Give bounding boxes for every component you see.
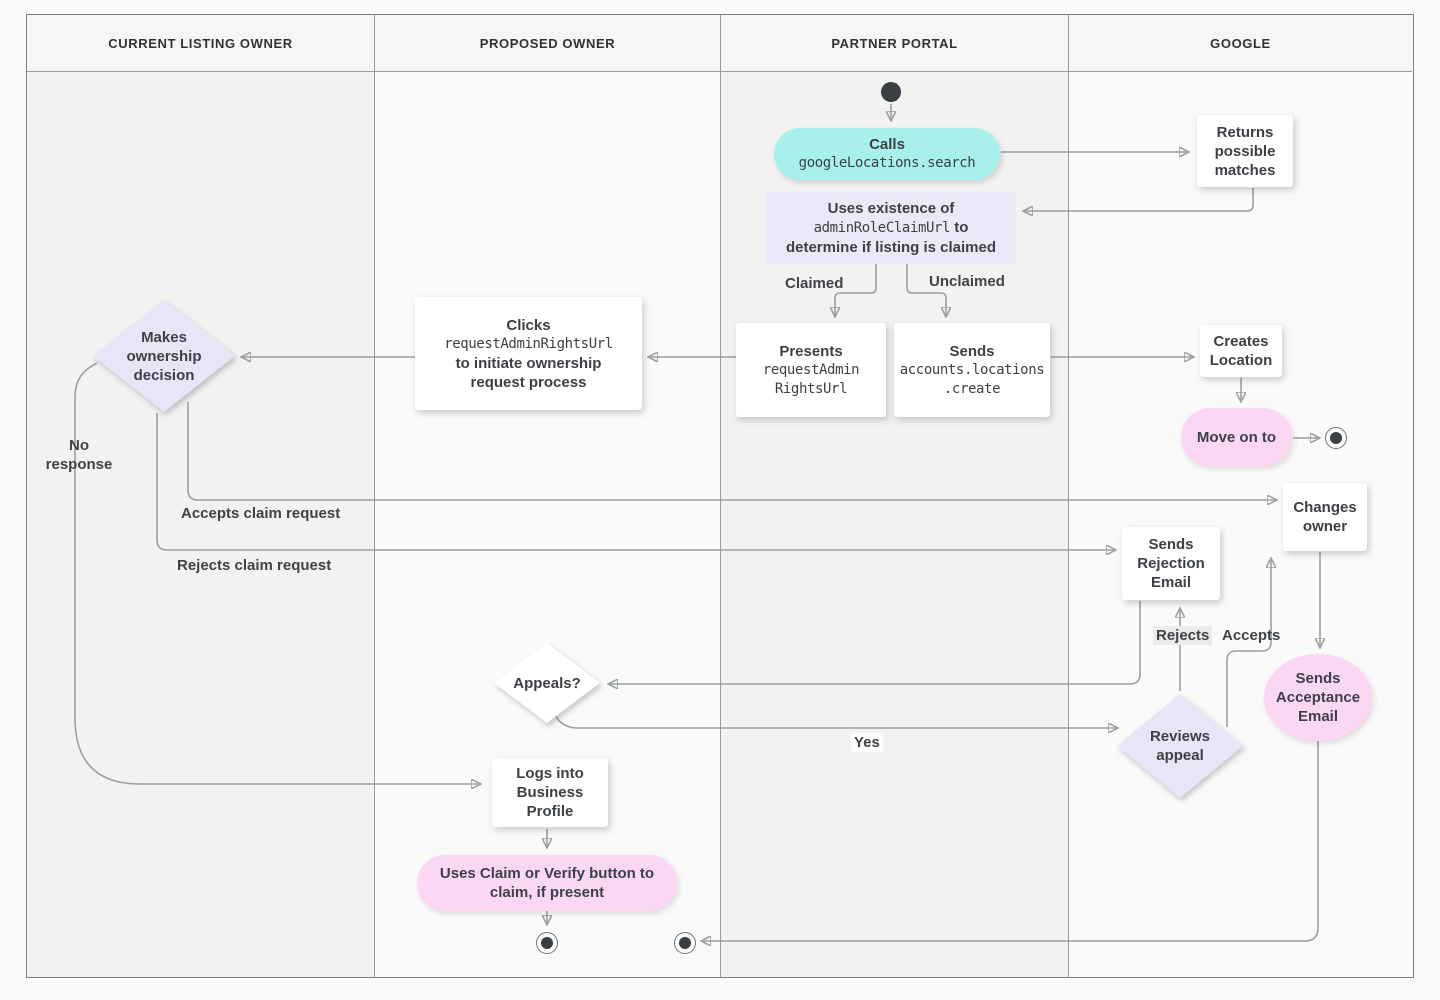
node-sends-rejection-email[interactable]: Sends Rejection Email <box>1122 527 1220 600</box>
edge-rejects-claim <box>156 413 1116 550</box>
end-node-dot <box>679 937 691 949</box>
edge-claimed <box>835 264 877 317</box>
node-label: Sends Rejection Email <box>1137 536 1205 591</box>
end-node-proposed-owner[interactable] <box>536 932 558 954</box>
node-reviews-appeal[interactable]: Reviews appeal <box>1117 694 1243 798</box>
end-node-dot <box>541 937 553 949</box>
node-code: adminRoleClaimUrl <box>813 220 951 236</box>
node-changes-owner[interactable]: Changes owner <box>1283 483 1367 551</box>
node-code: .create <box>943 380 1001 397</box>
end-node-partner-portal[interactable] <box>674 932 696 954</box>
edge-label-claimed: Claimed <box>785 275 844 292</box>
edge-label-accepts-claim-request: Accepts claim request <box>181 505 341 522</box>
node-move-on-to[interactable]: Move on to <box>1181 408 1292 466</box>
end-node-dot <box>1330 432 1342 444</box>
node-line: Uses existence of <box>827 200 955 217</box>
lane-header-current-listing-owner: CURRENT LISTING OWNER <box>27 15 374 72</box>
edge-label-unclaimed: Unclaimed <box>929 273 1005 290</box>
node-label: Calls <box>869 136 905 153</box>
node-logs-into-business-profile[interactable]: Logs into Business Profile <box>492 758 608 827</box>
end-node-google[interactable] <box>1325 427 1347 449</box>
node-line: determine if listing is claimed <box>785 239 997 256</box>
edge-label-rejects-claim-request: Rejects claim request <box>177 557 332 574</box>
node-label: Makes ownership decision <box>126 328 202 384</box>
edge-unclaimed <box>906 264 946 317</box>
node-label: Changes owner <box>1293 499 1357 535</box>
edge-label-rejects: Rejects <box>1153 626 1213 645</box>
node-code: requestAdmin <box>762 361 860 378</box>
node-label: Logs into Business Profile <box>516 765 584 820</box>
node-line: request process <box>470 373 587 391</box>
lane-header-proposed-owner: PROPOSED OWNER <box>375 15 720 72</box>
node-code: googleLocations.search <box>798 155 976 171</box>
edge-label-no-response: No response <box>45 437 113 473</box>
start-node[interactable] <box>881 82 901 102</box>
edge-no-response <box>74 362 481 784</box>
node-label: Reviews appeal <box>1149 728 1211 764</box>
node-label: Appeals? <box>513 674 581 692</box>
node-uses-existence-adminroleclaimurl[interactable]: Uses existence of adminRoleClaimUrl to d… <box>766 192 1016 264</box>
edge-acceptance-to-end <box>701 741 1319 941</box>
node-creates-location[interactable]: Creates Location <box>1200 325 1282 377</box>
node-line: adminRoleClaimUrl to <box>814 218 969 238</box>
edge-reviews-accepts <box>1226 558 1271 727</box>
node-label: Creates Location <box>1209 333 1273 369</box>
node-sends-acceptance-email[interactable]: Sends Acceptance Email <box>1264 654 1372 741</box>
node-uses-claim-or-verify[interactable]: Uses Claim or Verify button to claim, if… <box>417 855 677 911</box>
edge-label-yes: Yes <box>851 733 883 752</box>
edge-rejection-to-appeals <box>608 601 1141 684</box>
edge-yes-to-reviews <box>553 711 1118 728</box>
node-sends-accounts-locations-create[interactable]: Sends accounts.locations .create <box>894 323 1050 417</box>
edge-returns-to-uses <box>1023 188 1254 211</box>
node-code: requestAdminRightsUrl <box>444 335 613 352</box>
lane-current-listing-owner: CURRENT LISTING OWNER <box>27 15 375 977</box>
node-line-rest: to <box>954 219 969 236</box>
node-label: Sends <box>949 342 995 360</box>
node-label: Uses Claim or Verify button to claim, if… <box>439 865 655 901</box>
node-code: accounts.locations <box>899 361 1045 378</box>
node-label: Presents <box>779 342 843 360</box>
node-label: Returns possible matches <box>1214 123 1276 179</box>
node-code: RightsUrl <box>774 380 848 397</box>
edge-label-accepts: Accepts <box>1222 627 1281 644</box>
node-presents-requestadminrightsurl[interactable]: Presents requestAdmin RightsUrl <box>736 323 886 417</box>
node-label: Sends Acceptance Email <box>1275 670 1361 725</box>
node-returns-possible-matches[interactable]: Returns possible matches <box>1197 115 1293 187</box>
node-clicks-requestadminrightsurl[interactable]: Clicks requestAdminRightsUrl to initiate… <box>415 297 642 410</box>
lane-header-partner-portal: PARTNER PORTAL <box>721 15 1068 72</box>
diagram-frame: CURRENT LISTING OWNER PROPOSED OWNER PAR… <box>26 14 1414 978</box>
node-calls-googlelocations-search[interactable]: Calls googleLocations.search <box>774 128 1000 180</box>
node-line: to initiate ownership <box>455 354 602 372</box>
node-appeals-decision[interactable]: Appeals? <box>494 643 600 723</box>
node-label: Clicks <box>506 316 551 334</box>
node-makes-ownership-decision[interactable]: Makes ownership decision <box>93 300 235 412</box>
node-label: Move on to <box>1196 428 1277 446</box>
lane-header-google: GOOGLE <box>1069 15 1412 72</box>
edge-accepts-claim <box>187 402 1277 500</box>
